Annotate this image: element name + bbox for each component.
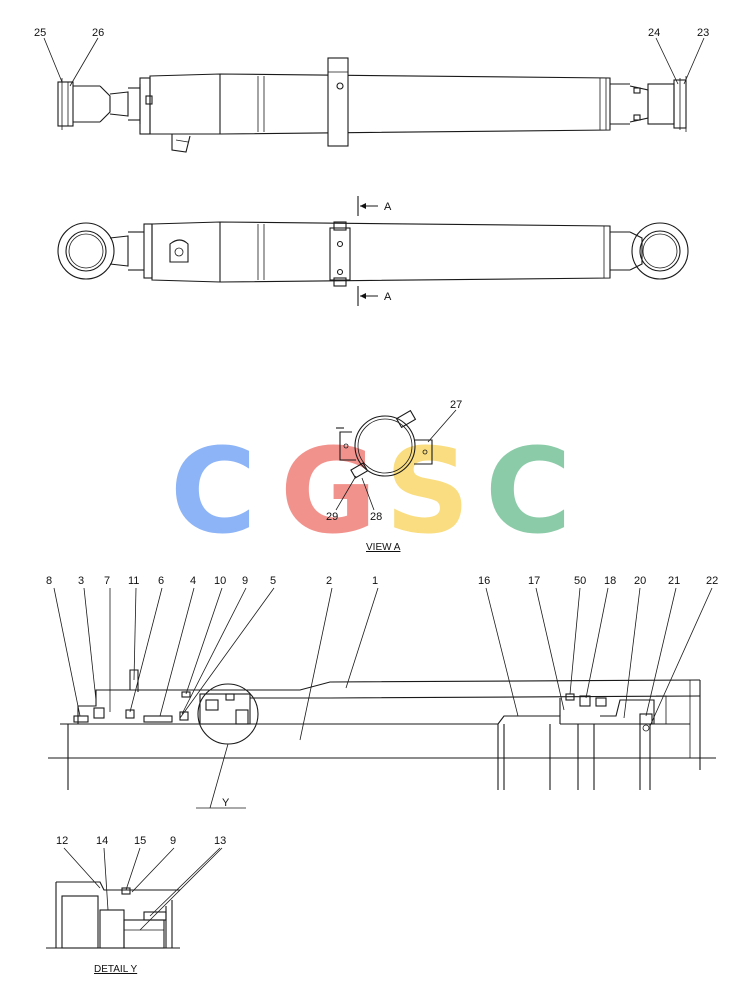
- callout-22: 22: [706, 575, 718, 587]
- callout-3: 3: [78, 575, 84, 587]
- right-rod-eye: [631, 222, 689, 280]
- detail-y-indicator: [197, 683, 259, 745]
- callout-21: 21: [668, 575, 680, 587]
- left-rod-eye-boss: [57, 81, 74, 127]
- callout-20: 20: [634, 575, 646, 587]
- pipe-clamp-top-view: [327, 57, 349, 147]
- section-mark-lower: A: [384, 291, 392, 303]
- callout-17: 17: [528, 575, 540, 587]
- callout-15: 15: [134, 835, 146, 847]
- watermark-letter-c2: C: [485, 422, 572, 560]
- callout-28: 28: [370, 511, 382, 523]
- watermark-letter-s: S: [385, 422, 470, 560]
- callout-13: 13: [214, 835, 226, 847]
- callout-1: 1: [372, 575, 378, 587]
- view-a-caption: VIEW A: [366, 542, 401, 553]
- cylinder-plan-view: [57, 221, 689, 287]
- callout-2: 2: [326, 575, 332, 587]
- watermark-letter-g: G: [280, 422, 377, 560]
- callout-18: 18: [604, 575, 616, 587]
- port-boss: [169, 239, 189, 263]
- watermark-logo: C G S C: [170, 422, 572, 560]
- cylinder-section-view: Y: [48, 669, 716, 809]
- callout-6: 6: [158, 575, 164, 587]
- watermark-letter-c1: C: [170, 422, 257, 560]
- callout-11: 11: [128, 575, 139, 587]
- left-rod-eye: [57, 222, 115, 280]
- callout-23: 23: [697, 27, 709, 39]
- cylinder-barrel-plan: [151, 221, 611, 283]
- callout-4: 4: [190, 575, 196, 587]
- top-view-callouts: 25 26 24 23: [34, 27, 709, 87]
- callout-29: 29: [326, 511, 338, 523]
- section-cut-marks: A A: [357, 196, 392, 306]
- callout-26: 26: [92, 27, 104, 39]
- callout-25: 25: [34, 27, 46, 39]
- callout-9-detail: 9: [170, 835, 176, 847]
- callout-9: 9: [242, 575, 248, 587]
- cylinder-barrel-top: [149, 73, 611, 135]
- callout-8: 8: [46, 575, 52, 587]
- callout-5: 5: [270, 575, 276, 587]
- detail-y-marker: Y: [222, 797, 230, 809]
- section-mark-upper: A: [384, 201, 392, 213]
- callout-24: 24: [648, 27, 660, 39]
- section-callouts: 8 3 7 11 6 4 10 9 5 2 1 16 17 50 18 20 2…: [46, 575, 718, 741]
- view-a-clamp-detail: 27 29 28 VIEW A: [326, 399, 462, 553]
- callout-14: 14: [96, 835, 108, 847]
- callout-10: 10: [214, 575, 226, 587]
- detail-y-caption: DETAIL Y: [94, 964, 137, 975]
- callout-7: 7: [104, 575, 110, 587]
- callout-12: 12: [56, 835, 68, 847]
- callout-27: 27: [450, 399, 462, 411]
- cylinder-top-view: [57, 57, 687, 153]
- callout-16: 16: [478, 575, 490, 587]
- hydraulic-port: [171, 134, 191, 153]
- callout-50: 50: [574, 575, 586, 587]
- pipe-clamp-plan-view: [329, 227, 351, 281]
- detail-y-view: 12 14 15 9 13 DETAIL Y: [46, 835, 226, 975]
